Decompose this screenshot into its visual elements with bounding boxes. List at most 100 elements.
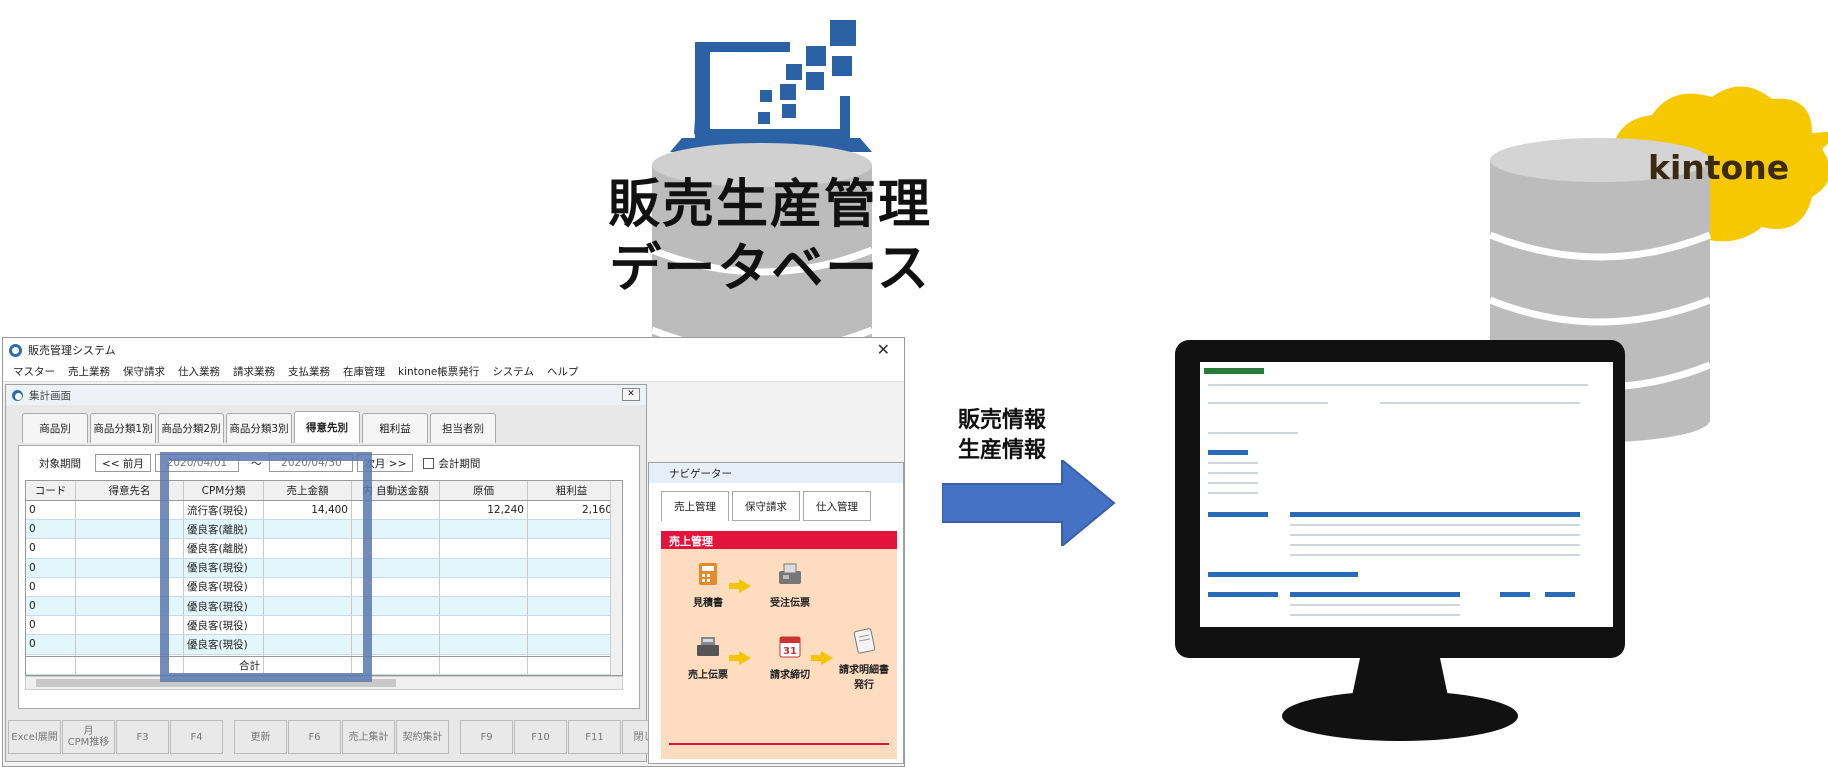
column-auto-remit[interactable]: 内 自動送金額	[352, 481, 440, 500]
tab-customer[interactable]: 得意先別	[294, 411, 360, 443]
function-key-3[interactable]: F3	[116, 720, 169, 754]
table-cell-code: 0	[26, 596, 76, 616]
prev-month-button[interactable]: << 前月	[95, 454, 151, 472]
aggregate-window-title: 集計画面	[6, 385, 646, 405]
aggregate-window-title-text: 集計画面	[29, 389, 71, 402]
menu-purchase[interactable]: 仕入業務	[178, 366, 220, 378]
table-cell-name	[76, 501, 184, 520]
menu-sales[interactable]: 売上業務	[68, 366, 110, 378]
function-key-7[interactable]: 売上集計	[342, 720, 395, 754]
column-cost[interactable]: 原価	[440, 481, 528, 500]
menu-help[interactable]: ヘルプ	[547, 366, 579, 378]
column-cpm[interactable]: CPM分類	[184, 481, 264, 500]
table-cell-profit	[528, 539, 616, 558]
laptop-icon	[670, 20, 872, 152]
function-key-1[interactable]: Excel展開	[8, 720, 61, 754]
menu-payment[interactable]: 支払業務	[288, 366, 330, 378]
nav-tab-purchase[interactable]: 仕入管理	[803, 491, 871, 521]
tab-product-category-1[interactable]: 商品分類1別	[90, 413, 156, 443]
scrollbar-thumb[interactable]	[36, 679, 396, 687]
function-key-2[interactable]: 月 CPM推移	[62, 720, 115, 754]
table-cell-name	[76, 596, 184, 616]
aggregate-window: 集計画面 ✕ 商品別 商品分類1別 商品分類2別 商品分類3別 得意先別 粗利益…	[5, 384, 647, 762]
tab-product-category-3[interactable]: 商品分類3別	[226, 413, 292, 443]
table-cell-code: 0	[26, 635, 76, 654]
tab-product-category-2[interactable]: 商品分類2別	[158, 413, 224, 443]
function-key-8[interactable]: 契約集計	[396, 720, 449, 754]
function-key-10[interactable]: F10	[514, 720, 567, 754]
vertical-scrollbar[interactable]	[610, 481, 622, 675]
column-sales[interactable]: 売上金額	[264, 481, 352, 500]
table-cell-name	[76, 539, 184, 558]
aggregate-tabs: 商品別 商品分類1別 商品分類2別 商品分類3別 得意先別 粗利益 担当者別	[22, 411, 498, 443]
nav-billing-close[interactable]: 31 請求締切	[755, 633, 825, 681]
period-label: 対象期間	[39, 457, 81, 470]
table-cell-cost	[440, 635, 528, 654]
table-cell-cost	[440, 616, 528, 635]
nav-tab-maintenance-billing[interactable]: 保守請求	[732, 491, 800, 521]
svg-text:31: 31	[783, 646, 797, 657]
navigator-divider	[669, 743, 889, 745]
table-cell-cost	[440, 558, 528, 577]
close-icon[interactable]: ✕	[876, 340, 890, 359]
window-titlebar: 販売管理システム ✕	[3, 338, 904, 362]
table-cell-name	[76, 616, 184, 635]
close-icon[interactable]: ✕	[622, 388, 640, 401]
flow-arrow-icon	[729, 651, 751, 665]
table-cell-cpm: 優良客(現役)	[184, 596, 264, 616]
menu-master[interactable]: マスター	[13, 366, 55, 378]
table-cell-code: 0	[26, 520, 76, 539]
table-cell-cpm: 流行客(現役)	[184, 501, 264, 520]
menu-inventory[interactable]: 在庫管理	[343, 366, 385, 378]
tab-gross-profit[interactable]: 粗利益	[362, 413, 428, 443]
nav-tab-sales[interactable]: 売上管理	[661, 491, 729, 521]
table-cell-sales	[264, 577, 352, 596]
tab-staff[interactable]: 担当者別	[430, 413, 496, 443]
screen-section-bar	[1208, 450, 1248, 455]
column-code[interactable]: コード	[26, 481, 76, 500]
function-key-9[interactable]: F9	[460, 720, 513, 754]
table-cell-auto	[352, 577, 440, 596]
flow-arrow-icon	[811, 651, 833, 665]
table-cell-profit	[528, 520, 616, 539]
menu-billing[interactable]: 請求業務	[233, 366, 275, 378]
menu-system[interactable]: システム	[492, 366, 534, 378]
table-cell-profit	[528, 558, 616, 577]
table-row[interactable]: 0 優良客(離脱)	[26, 520, 622, 540]
function-key-4[interactable]: F4	[170, 720, 223, 754]
flow-label-production: 生産情報	[958, 438, 1047, 463]
table-cell-auto	[352, 539, 440, 558]
table-header: コード 得意先名 CPM分類 売上金額 内 自動送金額 原価 粗利益	[26, 481, 622, 501]
table-row[interactable]: 0 優良客(現役)	[26, 596, 622, 617]
table-cell-name	[76, 577, 184, 596]
table-cell-name	[76, 520, 184, 539]
table-cell-cpm: 優良客(現役)	[184, 558, 264, 577]
table-cell-sales	[264, 635, 352, 654]
nav-sales-slip[interactable]: 売上伝票	[673, 633, 743, 681]
menu-maintenance-billing[interactable]: 保守請求	[123, 366, 165, 378]
nav-estimate[interactable]: 見積書	[673, 561, 743, 609]
nav-invoice-issue[interactable]: 請求明細書 発行	[829, 628, 899, 691]
function-key-5[interactable]: 更新	[234, 720, 287, 754]
menu-bar: マスター 売上業務 保守請求 仕入業務 請求業務 支払業務 在庫管理 kinto…	[3, 362, 904, 382]
sales-management-window: 販売管理システム ✕ マスター 売上業務 保守請求 仕入業務 請求業務 支払業務…	[2, 337, 905, 767]
function-key-6[interactable]: F6	[288, 720, 341, 754]
table-cell-auto	[352, 520, 440, 539]
navigator-section-title: 売上管理	[669, 535, 713, 548]
table-cell-cpm: 優良客(離脱)	[184, 520, 264, 539]
tab-product[interactable]: 商品別	[22, 413, 88, 443]
menu-kintone-forms[interactable]: kintone帳票発行	[398, 366, 480, 378]
calendar-icon: 31	[779, 636, 801, 658]
cash-register-icon	[697, 637, 719, 656]
fax-icon	[779, 563, 801, 584]
table-cell-profit	[528, 596, 616, 616]
fiscal-period-checkbox[interactable]	[423, 457, 435, 469]
function-key-11[interactable]: F11	[568, 720, 621, 754]
column-customer-name[interactable]: 得意先名	[76, 481, 184, 500]
nav-order-slip[interactable]: 受注伝票	[755, 561, 825, 609]
column-gross-profit[interactable]: 粗利益	[528, 481, 616, 500]
